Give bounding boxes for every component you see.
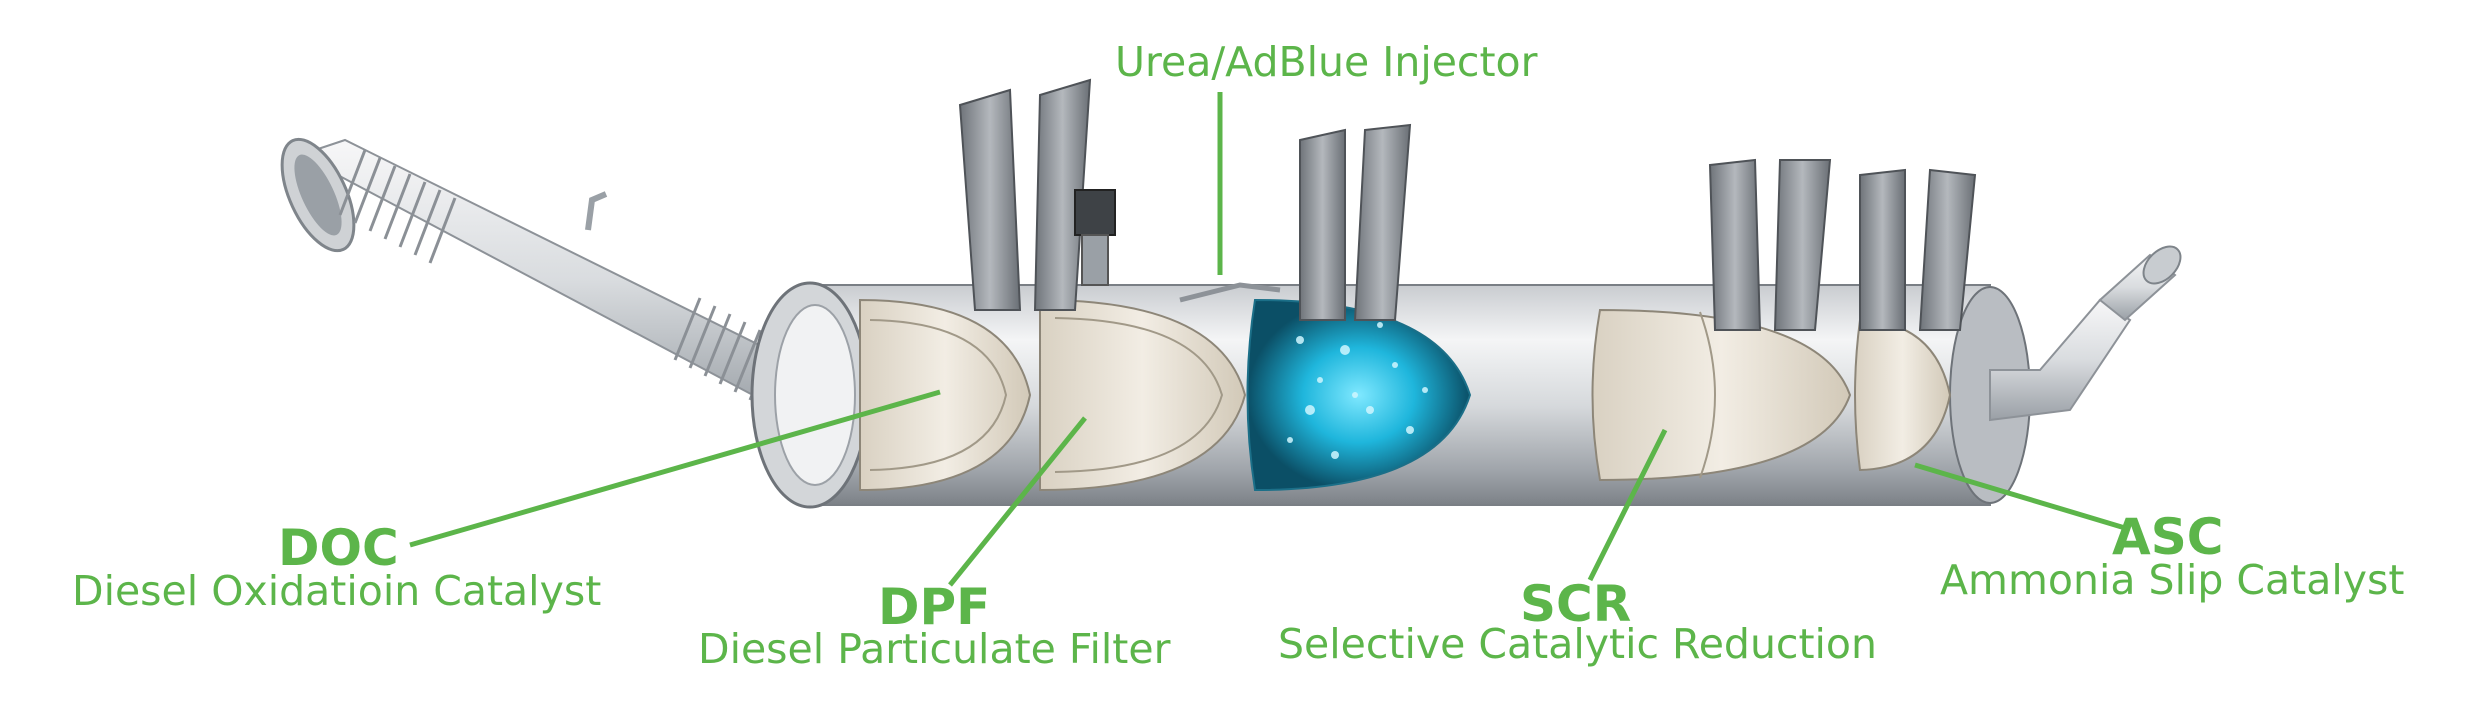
leader-line-dpf [948,416,1087,587]
scr-element [1591,308,1852,482]
urea-injector [1074,189,1281,303]
label-scr-full: Selective Catalytic Reduction [1278,620,1878,668]
leader-line-asc [1914,462,2126,531]
label-urea-injector: Urea/AdBlue Injector [1115,38,1538,86]
label-asc-abbr: ASC [2112,508,2224,566]
urea-mixing-chamber [1246,298,1472,492]
doc-element [859,298,1032,492]
dpf-element [1039,298,1247,492]
leader-line-doc [409,389,941,548]
leader-line-scr [1587,428,1668,582]
leader-lines [409,92,2126,587]
asc-element [1854,318,1952,472]
label-asc-full: Ammonia Slip Catalyst [1940,556,2405,604]
label-dpf-full: Diesel Particulate Filter [698,625,1171,673]
label-doc-abbr: DOC [278,519,399,577]
inlet-pipe [280,137,832,422]
label-dpf-abbr: DPF [878,578,991,636]
label-scr-abbr: SCR [1520,575,1632,633]
label-doc-full: Diesel Oxidatioin Catalyst [72,567,602,615]
outlet-pipe [1989,245,2182,422]
mounting-brackets [958,78,1977,331]
